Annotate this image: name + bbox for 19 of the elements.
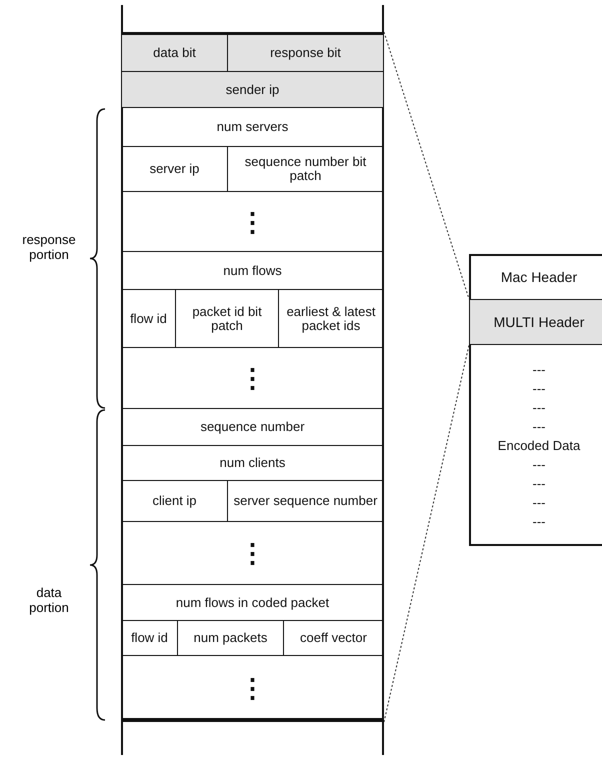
cell-text: ---: [532, 360, 546, 378]
field-cell: sender ip: [121, 71, 384, 108]
frame-box: [469, 254, 602, 546]
packet-format-stack: [121, 32, 384, 722]
field-cell: response bit: [227, 34, 384, 72]
cell-text: ---: [532, 494, 546, 512]
cell-text: ---: [532, 380, 546, 398]
portion-label: response portion: [21, 232, 77, 262]
cell-text: ---: [532, 474, 546, 492]
portion-label: data portion: [28, 585, 70, 615]
zoom-line: [384, 32, 470, 300]
cell-text: ---: [532, 398, 546, 416]
field-cell: data bit: [121, 34, 228, 72]
field-cell: MULTI Header: [469, 299, 602, 345]
cell-text: ---: [532, 418, 546, 436]
zoom-line: [384, 344, 470, 722]
cell-text: Encoded Data: [498, 436, 580, 454]
cell-text: ---: [532, 512, 546, 530]
cell-text: ---: [532, 456, 546, 474]
